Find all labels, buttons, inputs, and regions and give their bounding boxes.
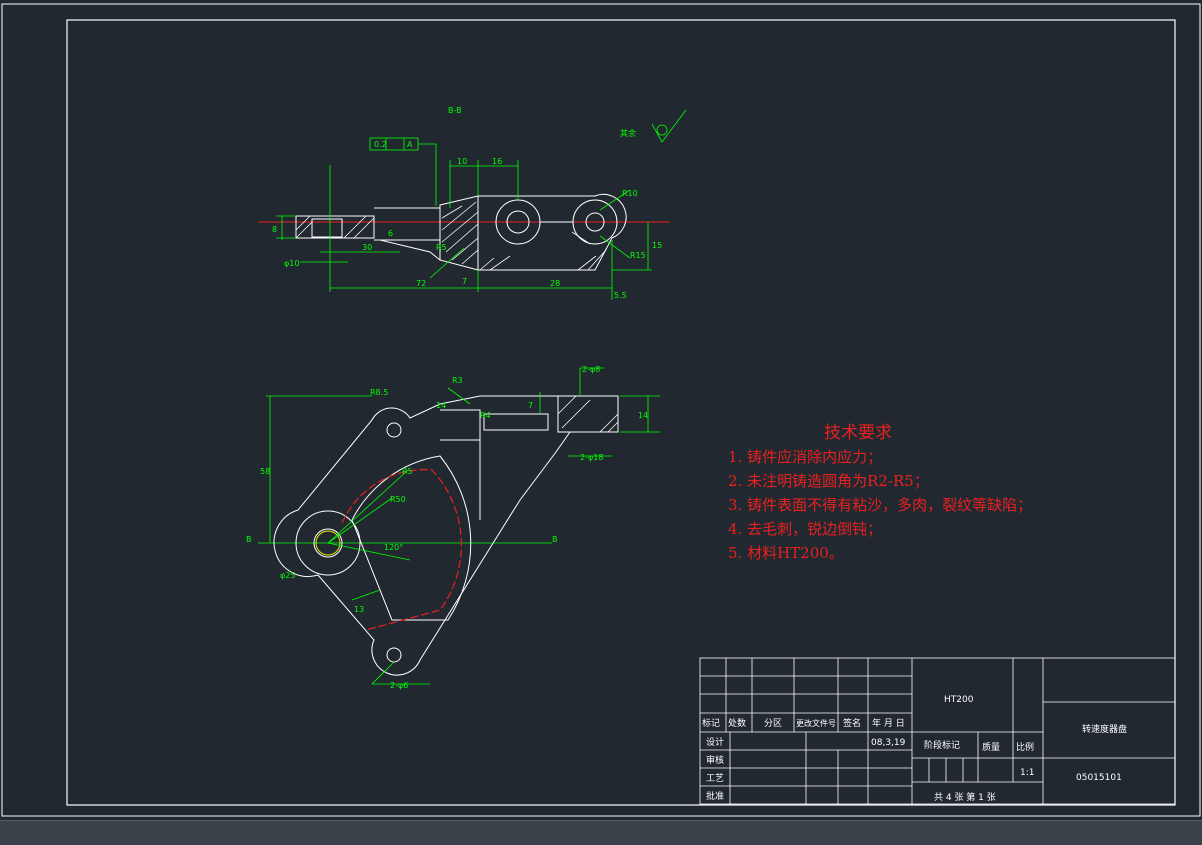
tb-drawing-no: 05015101	[1076, 773, 1122, 783]
dim-top: 5.5	[614, 291, 627, 300]
tb-material: HT200	[944, 695, 974, 705]
inner-frame	[66, 19, 1176, 806]
surface-note: 其余	[620, 128, 636, 138]
tb-header: 更改文件号	[796, 718, 836, 728]
requirement-item: 3. 铸件表面不得有粘沙，多肉，裂纹等缺陷；	[728, 496, 1032, 514]
section-label: B-B	[448, 106, 462, 115]
tb-scale-label: 比例	[1016, 741, 1034, 753]
tb-row: 批准	[706, 790, 724, 802]
section-marker: B	[246, 535, 252, 544]
dim-front: 120°	[384, 543, 403, 552]
dim-front: 7	[528, 401, 533, 410]
tb-header: 处数	[728, 717, 746, 729]
tb-header: 标记	[702, 717, 720, 729]
dim-front: 14	[638, 411, 648, 420]
dim-front: R3	[452, 376, 463, 385]
dim-top: 72	[416, 279, 426, 288]
dim-front: 2-φ8	[582, 365, 600, 374]
tb-date: 08,3,19	[871, 738, 906, 748]
tb-scale: 1:1	[1020, 768, 1034, 778]
dim-top: 28	[550, 279, 560, 288]
dim-top: 10	[457, 157, 467, 166]
dim-top: R5	[436, 243, 447, 252]
dim-top: R15	[630, 251, 646, 260]
technical-requirements: 技术要求 1. 铸件应消除内应力； 2. 未注明铸造圆角为R2-R5； 3. 铸…	[728, 423, 1032, 562]
dim-top: R10	[622, 189, 638, 198]
tb-part-name: 转速度器盘	[1082, 723, 1127, 735]
dim-front: φ25	[280, 571, 295, 580]
requirement-item: 1. 铸件应消除内应力；	[728, 448, 882, 466]
tb-header: 年 月 日	[872, 717, 905, 729]
dim-front: R5	[402, 467, 413, 476]
tb-header: 签名	[843, 717, 861, 729]
status-bar	[0, 820, 1202, 845]
dim-top: 16	[492, 157, 502, 166]
tb-row: 设计	[706, 736, 724, 748]
tb-sheets: 共 4 张 第 1 张	[934, 791, 996, 803]
requirements-title: 技术要求	[824, 423, 892, 443]
tb-stage: 阶段标记	[924, 739, 960, 751]
dim-top: 30	[362, 243, 372, 252]
tb-header: 分区	[764, 718, 782, 729]
front-view: B B	[246, 365, 660, 690]
section-view-bb: B-B	[258, 106, 687, 300]
tb-row: 工艺	[706, 773, 724, 784]
tolerance-value: 0.2	[374, 140, 387, 149]
requirement-item: 4. 去毛刺，锐边倒钝；	[728, 520, 882, 538]
title-block	[699, 657, 1176, 805]
dim-front: R8.5	[370, 388, 388, 397]
dim-front: 14	[436, 401, 446, 410]
dim-top: 7	[462, 277, 467, 286]
surface-finish-icon	[651, 109, 687, 143]
tb-weight: 质量	[982, 741, 1000, 753]
dim-top: 15	[652, 241, 662, 250]
outer-border	[1, 3, 1201, 817]
dim-top: 8	[272, 225, 277, 234]
dim-top: 6	[388, 229, 393, 238]
dim-front: R4	[480, 411, 491, 420]
dim-front: 58	[260, 467, 270, 476]
dim-front: 2-φ18	[580, 453, 603, 462]
tolerance-datum: A	[407, 140, 413, 149]
cad-drawing-canvas[interactable]: B-B	[0, 0, 1202, 820]
dim-front: 2-φ6	[390, 681, 408, 690]
dim-front: 13	[354, 605, 364, 614]
dim-front: R50	[390, 495, 406, 504]
tb-row: 审核	[706, 754, 724, 766]
dim-top: φ10	[284, 259, 299, 268]
requirement-item: 2. 未注明铸造圆角为R2-R5；	[728, 472, 929, 490]
section-marker: B	[552, 535, 558, 544]
title-block-text: 标记 处数 分区 更改文件号 签名 年 月 日 设计 审核 工艺 批准 08,3…	[702, 695, 1127, 803]
requirement-item: 5. 材料HT200。	[728, 544, 844, 562]
